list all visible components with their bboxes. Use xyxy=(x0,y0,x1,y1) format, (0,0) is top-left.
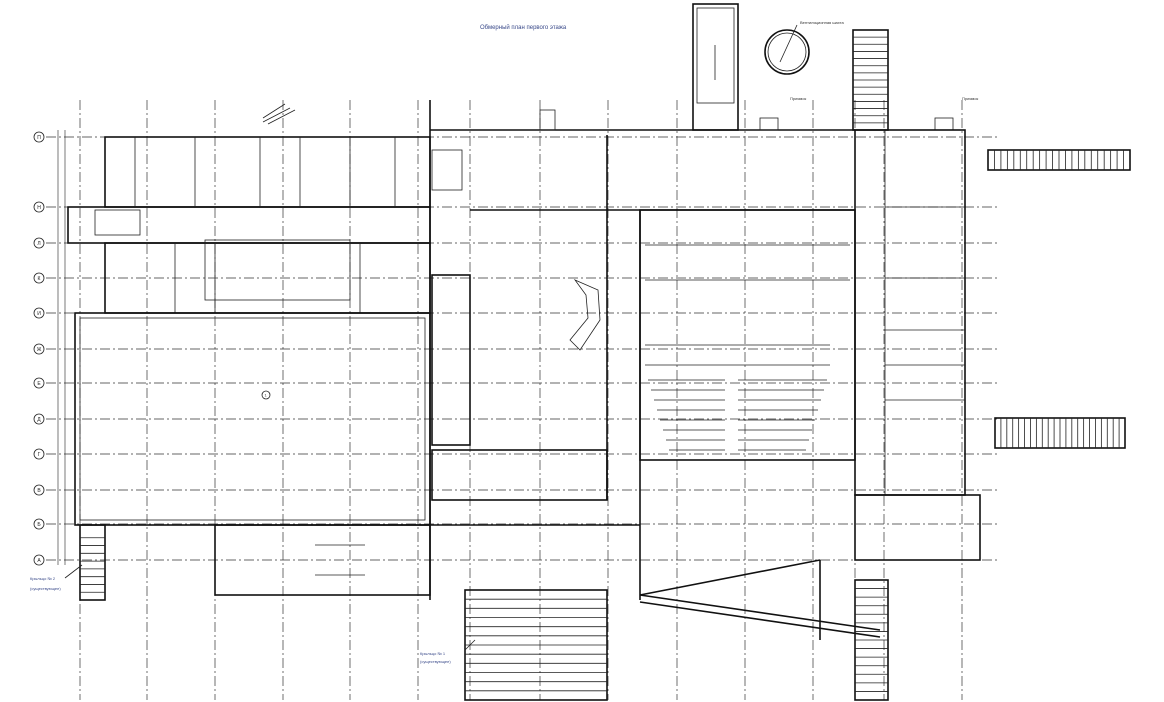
axis-label: Е xyxy=(37,381,41,387)
east-block xyxy=(852,29,1131,561)
axis-marker xyxy=(33,201,45,213)
top-shaft: Вентиляционная шахта Приямок Приямок xyxy=(692,3,978,131)
axis-marker xyxy=(33,343,45,355)
axis-marker xyxy=(33,307,45,319)
axis-marker xyxy=(33,518,45,530)
svg-text:(существующее): (существующее) xyxy=(420,659,451,664)
axis-marker xyxy=(33,377,45,389)
svg-text:1: 1 xyxy=(265,393,268,398)
axis-label: П xyxy=(37,135,41,141)
axis-label: А xyxy=(37,558,41,564)
svg-text:Вентиляционная шахта: Вентиляционная шахта xyxy=(800,20,845,25)
axis-marker xyxy=(33,413,45,425)
svg-text:Приямок: Приямок xyxy=(962,96,978,101)
axis-label: Н xyxy=(37,205,41,211)
room-number-marker xyxy=(261,390,271,400)
axis-label: Ж xyxy=(37,347,42,353)
svg-text:Крыльцо № 2: Крыльцо № 2 xyxy=(30,576,56,581)
axis-marker xyxy=(33,484,45,496)
axis-marker xyxy=(33,131,45,143)
axis-label: В xyxy=(37,488,41,494)
axis-label: Д xyxy=(37,417,41,423)
south-block: Крыльцо № 1 (существующее) xyxy=(420,524,889,701)
axis-label: И xyxy=(37,311,41,317)
svg-text:(существующее): (существующее) xyxy=(30,586,61,591)
svg-text:Крыльцо № 1: Крыльцо № 1 xyxy=(420,651,446,656)
axis-marker xyxy=(33,554,45,566)
axis-marker xyxy=(33,237,45,249)
axis-marker xyxy=(33,272,45,284)
axis-label: Л xyxy=(37,241,40,247)
axis-label: Б xyxy=(37,522,41,528)
auditorium xyxy=(639,209,856,461)
north-west-block xyxy=(67,103,431,314)
plan-title: Обмерный план первого этажа xyxy=(480,24,567,31)
porch-2-stair: Крыльцо № 2 (существующее) xyxy=(30,524,106,601)
axis-label: К xyxy=(38,276,41,282)
axis-label: Г xyxy=(38,452,41,458)
axis-marker xyxy=(33,448,45,460)
svg-text:Приямок: Приямок xyxy=(790,96,806,101)
